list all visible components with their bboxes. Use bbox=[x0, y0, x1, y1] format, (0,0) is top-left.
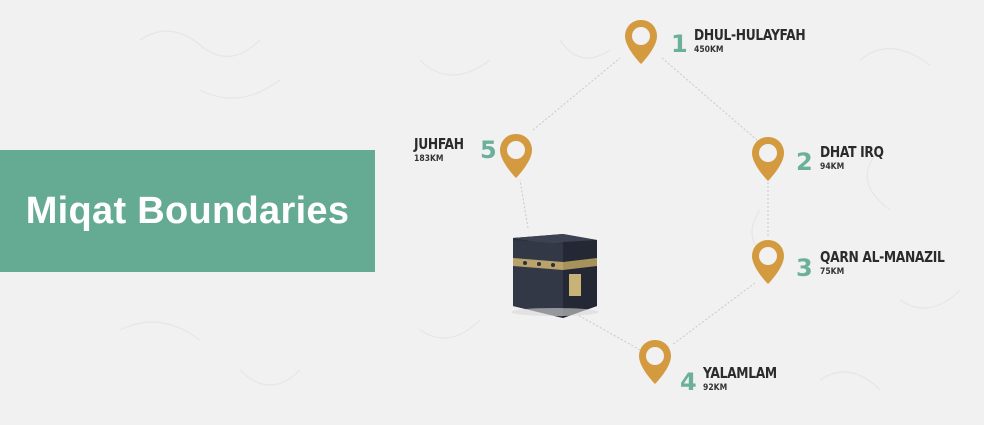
line-kaaba-juhfah bbox=[519, 179, 529, 229]
miqat-distance: 183KM bbox=[414, 154, 444, 164]
miqat-label: JUHFAH 183KM bbox=[414, 137, 475, 164]
miqat-label: DHUL-HULAYFAH 450KM bbox=[694, 28, 830, 55]
miqat-name: QARN AL-MANAZIL bbox=[820, 248, 945, 266]
miqat-label: YALAMLAM 92KM bbox=[703, 366, 793, 393]
page-title: Miqat Boundaries bbox=[25, 189, 350, 232]
map-pin-icon bbox=[752, 240, 784, 284]
miqat-number: 3 bbox=[796, 254, 813, 282]
miqat-name: DHAT IRQ bbox=[820, 143, 884, 161]
line-qarn-yalamlam bbox=[671, 282, 756, 346]
miqat-name: YALAMLAM bbox=[703, 364, 777, 382]
map-pin-icon bbox=[752, 137, 784, 181]
line-yalamlam-kaaba bbox=[577, 314, 641, 351]
miqat-label: DHAT IRQ 94KM bbox=[820, 145, 898, 172]
miqat-number: 5 bbox=[480, 136, 497, 164]
miqat-distance: 94KM bbox=[820, 162, 845, 172]
miqat-label: QARN AL-MANAZIL 75KM bbox=[820, 250, 972, 277]
miqat-name: JUHFAH bbox=[414, 135, 464, 153]
map-pin-icon bbox=[639, 340, 671, 384]
miqat-distance: 92KM bbox=[703, 383, 728, 393]
map-pin-icon bbox=[500, 134, 532, 178]
line-dhulhulayfah-dhatirq bbox=[661, 57, 758, 141]
miqat-name: DHUL-HULAYFAH bbox=[694, 26, 806, 44]
map-pin-icon bbox=[625, 20, 657, 64]
title-banner: Miqat Boundaries bbox=[0, 150, 375, 272]
miqat-number: 1 bbox=[671, 30, 688, 58]
miqat-distance: 450KM bbox=[694, 45, 724, 55]
miqat-distance: 75KM bbox=[820, 267, 845, 277]
line-juhfah-dhulhulayfah bbox=[532, 57, 621, 131]
miqat-number: 2 bbox=[796, 148, 813, 176]
kaaba-icon bbox=[511, 234, 599, 318]
miqat-number: 4 bbox=[680, 368, 697, 396]
